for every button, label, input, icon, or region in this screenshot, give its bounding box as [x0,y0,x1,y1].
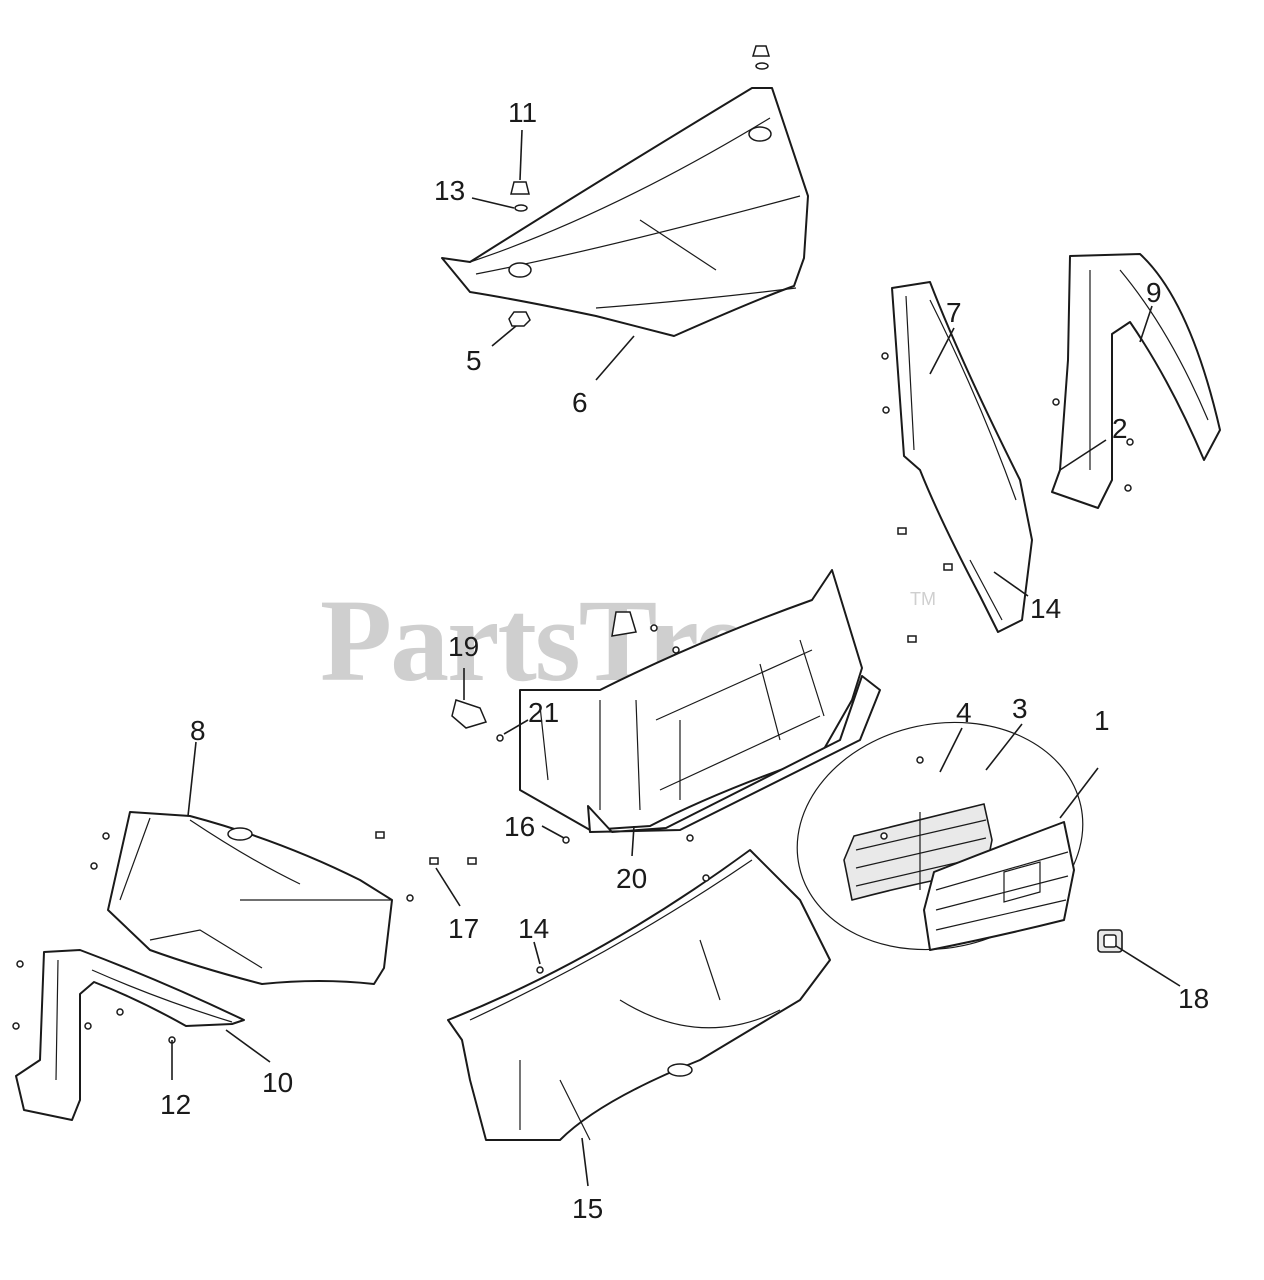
part-hood [441,45,809,337]
callout-17: 17 [448,913,479,944]
part-front-bumper [447,849,831,1141]
part-right-brace [1051,253,1221,509]
leader-lines [171,129,1181,1187]
callout-1: 1 [1094,705,1110,736]
callout-21: 21 [528,697,559,728]
callouts: 1 2 3 4 5 6 7 8 9 10 11 12 13 14 14 15 1… [160,97,1209,1224]
callout-9: 9 [1146,277,1162,308]
part-13-washer [514,204,528,212]
callout-3: 3 [1012,693,1028,724]
part-left-panel [107,811,393,985]
callout-7: 7 [946,297,962,328]
callout-19: 19 [448,631,479,662]
part-left-brace [15,949,245,1121]
callout-5: 5 [466,345,482,376]
part-11-clip [510,181,530,195]
part-5-nut [508,311,531,327]
part-19-bracket [451,699,488,729]
callout-15: 15 [572,1193,603,1224]
callout-4: 4 [956,697,972,728]
callout-2: 2 [1112,413,1128,444]
callout-14-lower: 14 [518,913,549,944]
watermark-trademark: TM [910,589,936,609]
part-grille-assembly [796,721,1084,951]
callout-16: 16 [504,811,535,842]
callout-6: 6 [572,387,588,418]
callout-20: 20 [616,863,647,894]
callout-10: 10 [262,1067,293,1098]
part-badge [1097,929,1123,953]
callout-14-right: 14 [1030,593,1061,624]
part-21-screw [496,734,504,742]
loose-hardware [12,352,1134,1044]
callout-13: 13 [434,175,465,206]
part-16-screw [562,836,570,844]
part-top-bracket [611,611,637,637]
callout-11: 11 [508,97,537,128]
callout-18: 18 [1178,983,1209,1014]
callout-8: 8 [190,715,206,746]
part-front-frame [519,569,881,833]
callout-12: 12 [160,1089,191,1120]
part-right-fender [891,281,1033,633]
